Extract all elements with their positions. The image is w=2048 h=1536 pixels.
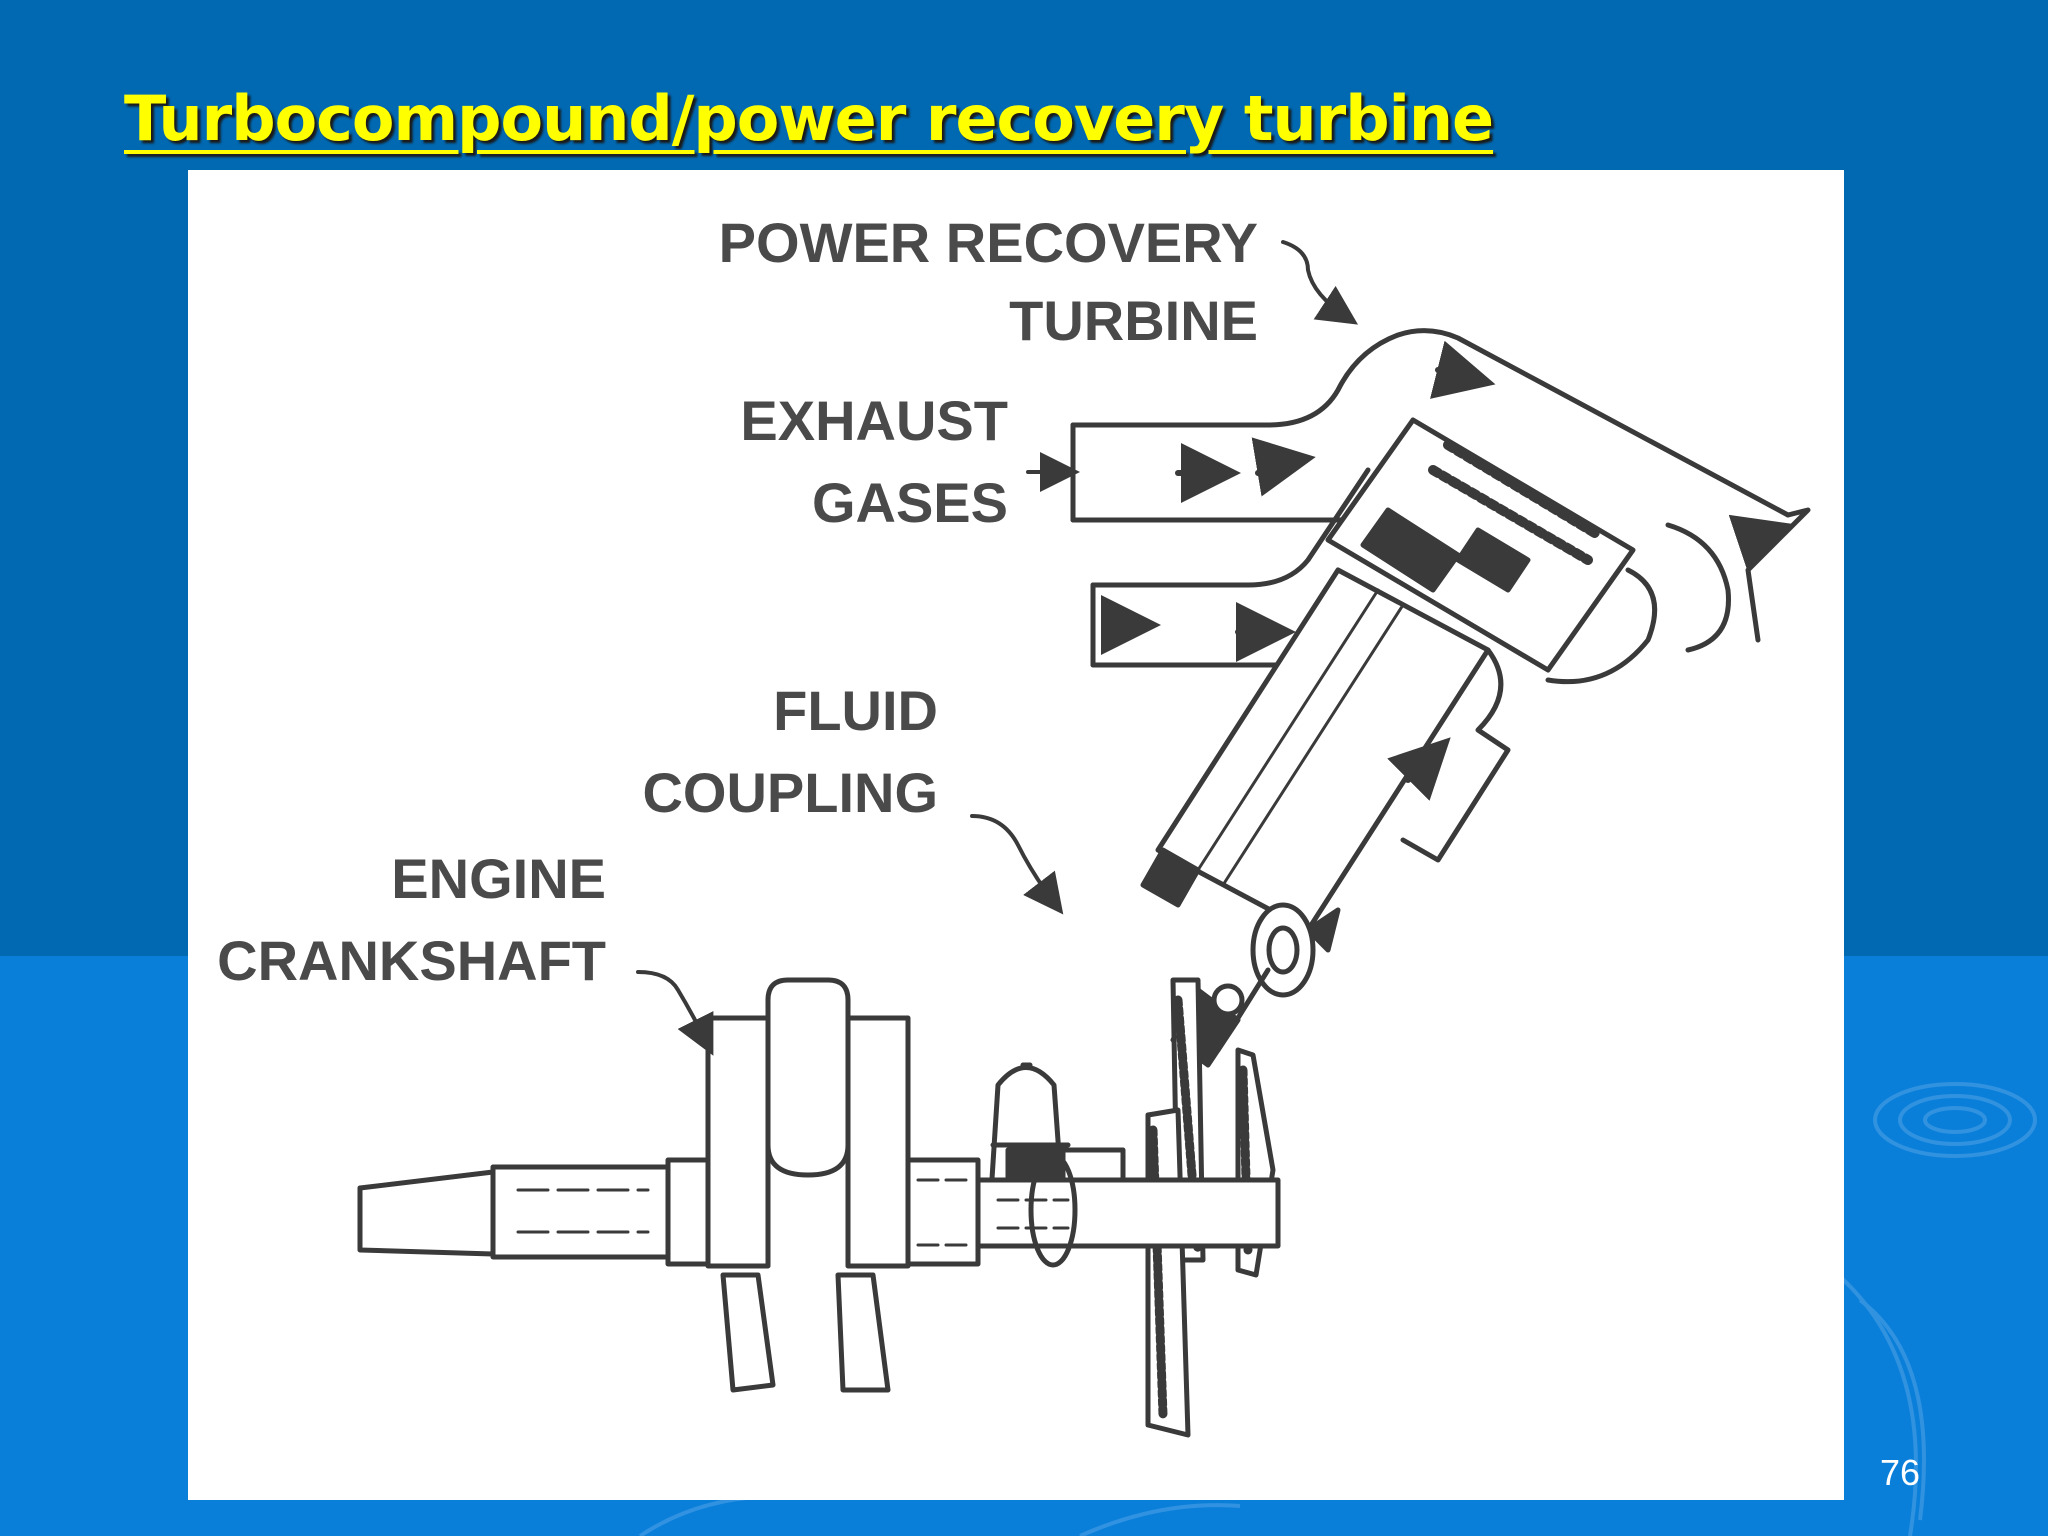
label-fluid-coupling-line1: FLUID [773,679,938,742]
label-exhaust-gases-line2: GASES [812,471,1008,534]
slide-title: Turbocompound/power recovery turbine [124,82,1494,155]
label-power-recovery-turbine-line2: TURBINE [1009,289,1258,352]
label-engine-crankshaft-line1: ENGINE [391,847,606,910]
label-power-recovery-turbine-line1: POWER RECOVERY [719,211,1258,274]
page-number: 76 [1880,1452,1921,1493]
turbine-housing [1325,417,1731,685]
flow-arrows [1101,340,1796,801]
label-fluid-coupling-line2: COUPLING [642,761,938,824]
label-exhaust-gases-line1: EXHAUST [740,389,1008,452]
leader-arrows [636,240,1359,1056]
turbine-shaft-housing [1140,567,1511,953]
turbocompound-diagram: POWER RECOVERY TURBINE EXHAUST GASES FLU… [217,211,1811,1438]
label-engine-crankshaft-line2: CRANKSHAFT [217,929,606,992]
diagram-frame: POWER RECOVERY TURBINE EXHAUST GASES FLU… [188,170,1844,1500]
engine-crankshaft-drawing [357,977,1281,1393]
